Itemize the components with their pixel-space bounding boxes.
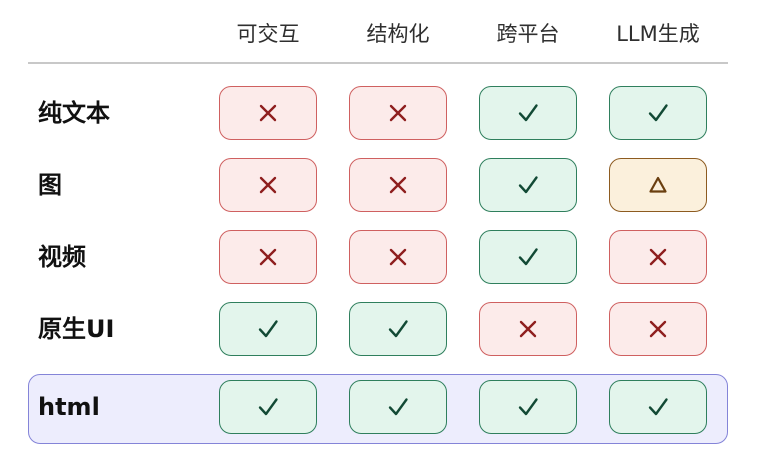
check-icon (517, 174, 539, 196)
cross-icon (517, 318, 539, 340)
check-icon (517, 102, 539, 124)
cross-icon (387, 102, 409, 124)
matrix-cell-yes (479, 158, 577, 212)
row-label: 原生UI (38, 315, 115, 343)
column-header: LLM生成 (616, 22, 700, 46)
matrix-cell-yes (219, 380, 317, 434)
matrix-cell-no (219, 230, 317, 284)
row-label: html (38, 393, 100, 421)
cross-icon (257, 102, 279, 124)
matrix-cell-no (219, 86, 317, 140)
matrix-cell-no (349, 158, 447, 212)
matrix-cell-yes (479, 86, 577, 140)
header-divider (28, 62, 728, 64)
triangle-icon (647, 174, 669, 196)
check-icon (257, 318, 279, 340)
matrix-cell-no (479, 302, 577, 356)
matrix-cell-no (219, 158, 317, 212)
matrix-cell-no (609, 302, 707, 356)
check-icon (257, 396, 279, 418)
check-icon (647, 102, 669, 124)
matrix-cell-yes (479, 230, 577, 284)
matrix-cell-yes (609, 380, 707, 434)
row-label: 图 (38, 171, 62, 199)
column-header: 跨平台 (496, 22, 560, 46)
matrix-cell-no (349, 86, 447, 140)
matrix-cell-no (609, 230, 707, 284)
matrix-cell-yes (219, 302, 317, 356)
cross-icon (647, 318, 669, 340)
matrix-cell-yes (479, 380, 577, 434)
matrix-cell-partial (609, 158, 707, 212)
cross-icon (647, 246, 669, 268)
check-icon (387, 318, 409, 340)
matrix-cell-yes (349, 380, 447, 434)
row-label: 纯文本 (38, 99, 110, 127)
row-label: 视频 (38, 243, 86, 271)
cross-icon (257, 174, 279, 196)
cross-icon (257, 246, 279, 268)
column-header: 结构化 (366, 22, 430, 46)
matrix-cell-no (349, 230, 447, 284)
check-icon (517, 396, 539, 418)
check-icon (387, 396, 409, 418)
matrix-cell-yes (609, 86, 707, 140)
column-header: 可交互 (236, 22, 300, 46)
check-icon (647, 396, 669, 418)
matrix-cell-yes (349, 302, 447, 356)
check-icon (517, 246, 539, 268)
cross-icon (387, 174, 409, 196)
cross-icon (387, 246, 409, 268)
